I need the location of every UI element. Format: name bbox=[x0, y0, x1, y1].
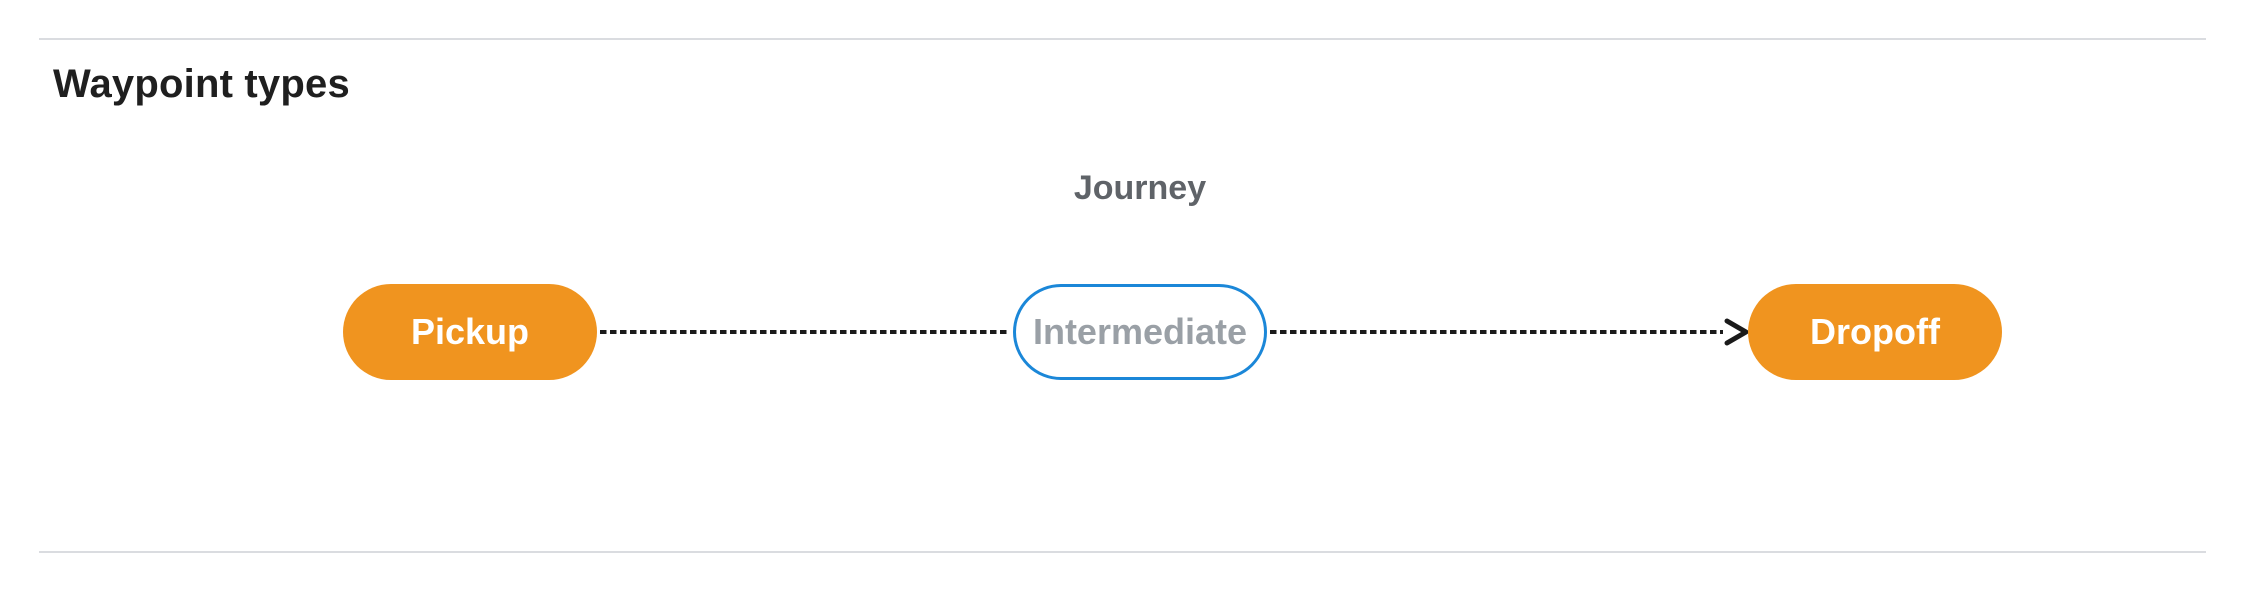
intermediate-node: Intermediate bbox=[1013, 284, 1267, 380]
section-divider-bottom bbox=[39, 551, 2206, 553]
pickup-node-label: Pickup bbox=[410, 311, 530, 352]
journey-diagram-title: Journey bbox=[1073, 169, 1207, 207]
section-title: Waypoint types bbox=[53, 62, 350, 106]
section-divider-top bbox=[39, 38, 2206, 40]
dropoff-node-label: Dropoff bbox=[1810, 311, 1940, 352]
arrowhead-icon bbox=[1724, 318, 1749, 346]
intermediate-node-label: Intermediate bbox=[1032, 311, 1248, 352]
dropoff-node: Dropoff bbox=[1748, 284, 2002, 380]
pickup-node: Pickup bbox=[343, 284, 597, 380]
